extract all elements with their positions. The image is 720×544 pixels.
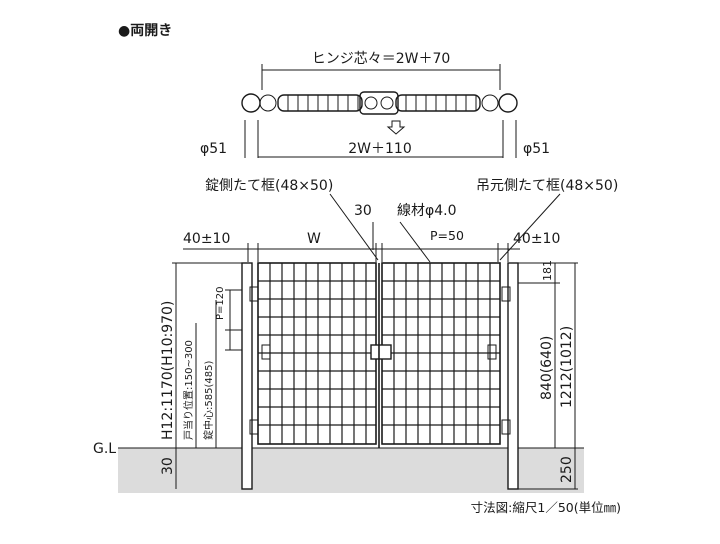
left-stop-bracket bbox=[261, 344, 271, 360]
right-hinge-lower bbox=[501, 419, 511, 435]
ground-gap-label: 30 bbox=[160, 457, 176, 475]
right-hinge-upper bbox=[501, 286, 511, 302]
left-leaf-plan bbox=[277, 94, 363, 112]
left-leaf-mesh bbox=[258, 263, 376, 444]
plan-leaf-bars bbox=[287, 95, 477, 111]
wire-label: 線材φ4.0 bbox=[397, 203, 457, 219]
opening-label: 2W＋110 bbox=[348, 141, 411, 157]
left-post bbox=[241, 93, 261, 113]
top-dimension-chain bbox=[183, 243, 520, 262]
latch-knob-left bbox=[364, 96, 378, 110]
gap-right-label: 40±10 bbox=[513, 231, 560, 247]
right-gate-post bbox=[507, 262, 519, 490]
ground-line-label: G.L bbox=[93, 441, 116, 457]
dim-840-label: 840(640) bbox=[539, 336, 555, 400]
post-diameter-left: φ51 bbox=[200, 141, 227, 157]
hinge-frame-label: 吊元側たて框(48×50) bbox=[476, 178, 618, 194]
lock-center-label: 錠中心:585(485) bbox=[202, 361, 215, 440]
dim-30-label: 30 bbox=[354, 203, 372, 219]
right-leaf-mesh bbox=[382, 263, 500, 444]
scale-note: 寸法図:縮尺1／50(単位㎜) bbox=[471, 500, 621, 515]
pitch-120-label: P=120 bbox=[215, 287, 226, 321]
width-label: W bbox=[307, 231, 321, 247]
dim-1212-label: 1212(1012) bbox=[559, 326, 575, 408]
open-direction-arrow bbox=[386, 120, 406, 135]
plan-view: ヒンジ芯々＝2W＋70 2W＋110 φ51 φ51 bbox=[200, 51, 550, 158]
right-dimensions: 181 840(640) 1212(1012) 250 bbox=[518, 260, 578, 490]
post-diameter-right: φ51 bbox=[523, 141, 550, 157]
hinge-pitch-label: ヒンジ芯々＝2W＋70 bbox=[312, 51, 451, 67]
center-latch-plan bbox=[359, 91, 399, 115]
section-title: ●両開き bbox=[118, 23, 172, 39]
left-gate-leaf bbox=[257, 262, 377, 445]
wire-leader bbox=[399, 221, 431, 263]
right-post bbox=[498, 93, 518, 113]
pitch-50-label: P=50 bbox=[430, 228, 464, 243]
height-label: H12:1170(H10:970) bbox=[160, 301, 176, 440]
elevation-labels: 錠側たて框(48×50) 吊元側たて框(48×50) 30 線材φ4.0 P=5… bbox=[93, 178, 621, 515]
dim-181-label: 181 bbox=[541, 260, 554, 281]
left-dimensions: H12:1170(H10:970) 30 戸当り位置:150~300 錠中心:5… bbox=[160, 262, 242, 489]
right-gate-leaf bbox=[381, 262, 501, 445]
stop-position-label: 戸当り位置:150~300 bbox=[182, 340, 195, 440]
gap-left-label: 40±10 bbox=[183, 231, 230, 247]
center-lock bbox=[370, 344, 392, 360]
lock-frame-label: 錠側たて框(48×50) bbox=[205, 178, 333, 194]
latch-knob-right bbox=[380, 96, 394, 110]
right-leaf-plan bbox=[395, 94, 481, 112]
left-gate-post bbox=[241, 262, 253, 490]
right-stop-bracket bbox=[487, 344, 497, 360]
right-hinge bbox=[481, 94, 499, 112]
hinge-frame-leader bbox=[499, 193, 561, 261]
left-hinge bbox=[259, 94, 277, 112]
dim-250-label: 250 bbox=[559, 456, 575, 483]
ground-area bbox=[118, 448, 584, 493]
